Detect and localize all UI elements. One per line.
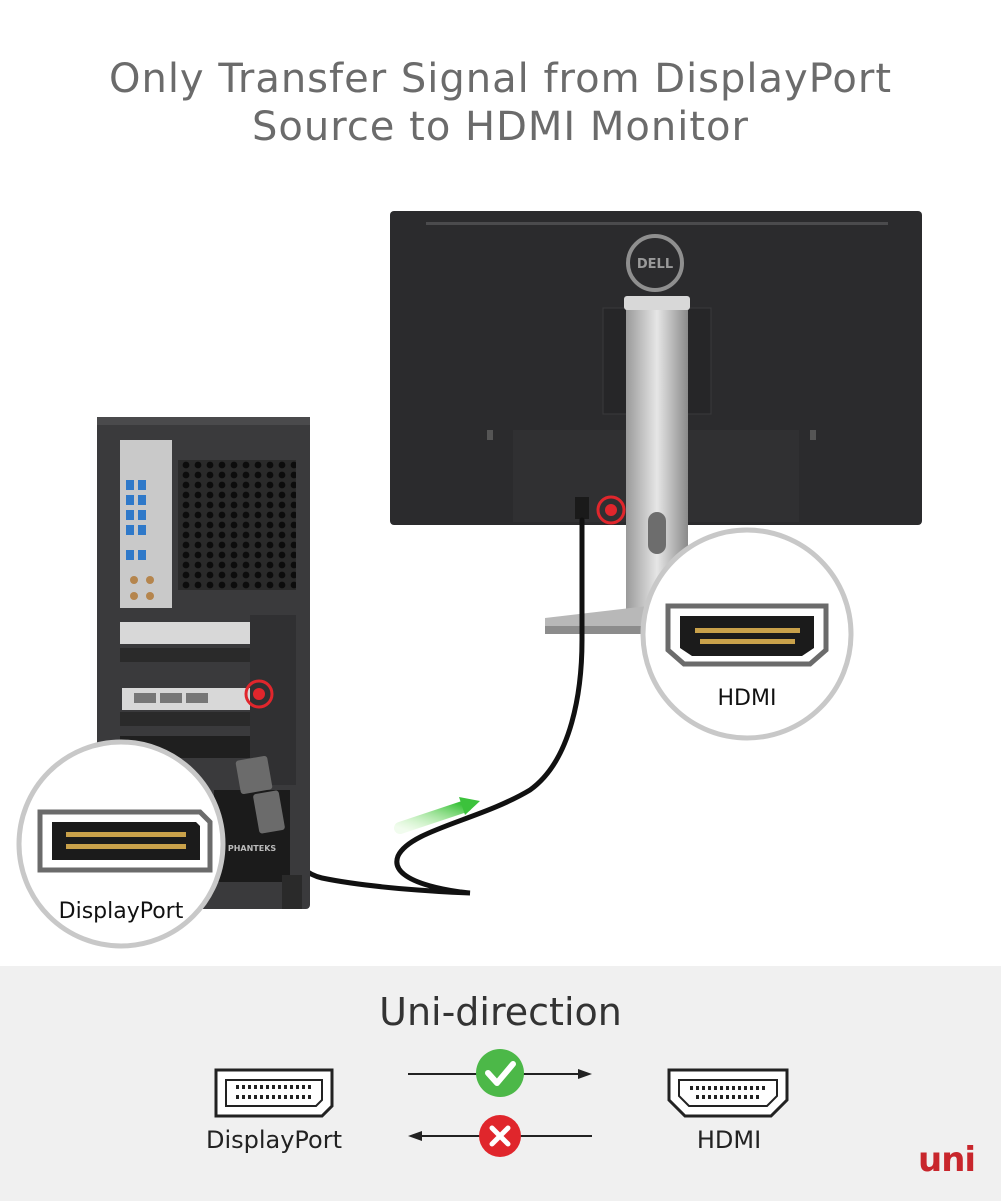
displayport-callout-label: DisplayPort bbox=[58, 899, 184, 924]
hdmi-zoom-callout bbox=[640, 527, 854, 741]
case-brand-text: PHANTEKS bbox=[228, 844, 277, 853]
adapter-cable bbox=[259, 517, 585, 896]
setup-illustration: DELL bbox=[16, 211, 922, 949]
displayport-zoom-callout bbox=[16, 739, 226, 949]
title-line-2: Source to HDMI Monitor bbox=[252, 104, 749, 150]
direction-heading: Uni-direction bbox=[379, 990, 622, 1034]
dp-connector bbox=[235, 755, 273, 795]
dp-port-marker bbox=[244, 679, 274, 709]
io-panel bbox=[120, 440, 172, 608]
page-title: Only Transfer Signal from DisplayPort So… bbox=[0, 55, 1001, 151]
hdmi-label: HDMI bbox=[696, 1126, 762, 1154]
adapter-body bbox=[253, 790, 285, 834]
signal-direction-arrow bbox=[394, 800, 472, 834]
dell-logo-icon bbox=[626, 234, 684, 292]
hdmi-outline-icon bbox=[667, 1068, 789, 1118]
hdmi-callout-label: HDMI bbox=[717, 686, 777, 711]
uni-brand-logo: uni bbox=[918, 1140, 976, 1180]
displayport-outline-icon bbox=[214, 1068, 334, 1118]
hdmi-port-marker bbox=[596, 495, 626, 525]
direction-diagram bbox=[214, 1049, 789, 1157]
monitor-brand-text: DELL bbox=[637, 257, 673, 272]
monitor-hdmi-port bbox=[575, 497, 589, 519]
check-icon bbox=[476, 1049, 524, 1097]
case-fan-grille bbox=[178, 460, 296, 590]
displayport-label: DisplayPort bbox=[205, 1126, 343, 1154]
title-line-1: Only Transfer Signal from DisplayPort bbox=[108, 56, 892, 102]
